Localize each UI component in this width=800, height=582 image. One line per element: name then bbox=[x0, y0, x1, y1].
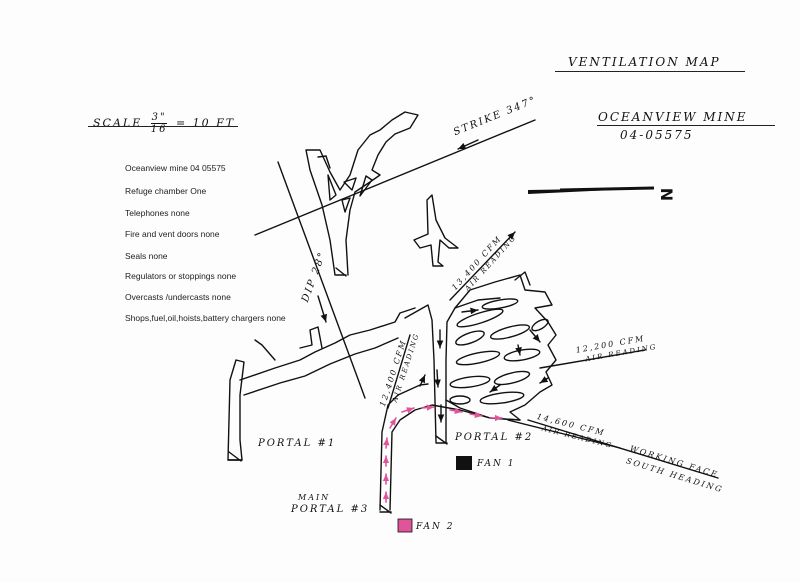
legend-item-refuge: Refuge chamber One bbox=[125, 186, 207, 196]
legend-item-regulators: Regulators or stoppings none bbox=[125, 271, 237, 281]
portal-2-label: PORTAL #2 bbox=[455, 432, 534, 443]
legend-item-overcasts: Overcasts /undercasts none bbox=[125, 292, 231, 302]
pillar bbox=[531, 318, 549, 332]
reading-leader-12200 bbox=[539, 349, 646, 369]
portal-2-incline-right bbox=[445, 297, 501, 443]
map-title: VENTILATION MAP bbox=[568, 55, 721, 69]
scale-denominator: 16 bbox=[150, 124, 168, 135]
legend-item-mine-id: Oceanview mine 04 05575 bbox=[125, 163, 226, 173]
old-workings-pillars bbox=[317, 155, 357, 201]
old-workings-end bbox=[335, 267, 347, 277]
fan-2-label: FAN 2 bbox=[416, 522, 455, 532]
main-drift-upper bbox=[239, 307, 416, 381]
portal-3-main-label: MAIN bbox=[298, 493, 331, 502]
pillar bbox=[493, 370, 531, 386]
pillar bbox=[489, 324, 531, 340]
mine-number: 04-05575 bbox=[620, 128, 694, 142]
old-workings-pillars-2 bbox=[341, 175, 373, 213]
legend-item-seals: Seals none bbox=[125, 251, 168, 261]
portal-3-label: PORTAL #3 bbox=[291, 504, 370, 515]
strike-arrow bbox=[457, 139, 479, 150]
scale-numerator: 3" bbox=[150, 112, 168, 124]
pillar bbox=[455, 350, 501, 366]
strike-line bbox=[254, 119, 536, 236]
fan-2-marker bbox=[397, 518, 413, 533]
dip-arrow bbox=[317, 295, 327, 323]
scale-underline bbox=[88, 126, 238, 127]
main-drift-lower bbox=[243, 337, 399, 396]
reading-leader-13400 bbox=[449, 231, 516, 301]
pillar bbox=[481, 298, 519, 310]
pillar bbox=[449, 375, 491, 389]
mine-name: OCEANVIEW MINE bbox=[598, 110, 748, 124]
legend-item-doors: Fire and vent doors none bbox=[125, 229, 220, 239]
pillar bbox=[479, 391, 525, 405]
portal-2-incline-left bbox=[404, 304, 437, 443]
reading-leader-12400 bbox=[387, 334, 411, 409]
working-face-line bbox=[527, 419, 719, 479]
north-label: N bbox=[657, 187, 677, 202]
dip-line bbox=[277, 161, 366, 399]
fan-1-label: FAN 1 bbox=[477, 459, 516, 469]
pillar bbox=[456, 308, 504, 328]
prospect-working bbox=[413, 194, 459, 267]
pillar bbox=[503, 348, 541, 362]
title-underline bbox=[555, 71, 745, 72]
reading-leader-14600 bbox=[507, 419, 621, 449]
fan-1-marker bbox=[456, 456, 472, 470]
portal-3-incline-left bbox=[379, 383, 429, 511]
pillar bbox=[449, 395, 471, 405]
portal-1-adit bbox=[227, 359, 245, 461]
legend-item-telephones: Telephones none bbox=[125, 208, 190, 218]
pillar bbox=[455, 330, 485, 346]
legend-item-shops: Shops,fuel,oil,hoists,battery chargers n… bbox=[125, 313, 286, 323]
portal-1-label: PORTAL #1 bbox=[258, 438, 337, 449]
portal-3-incline-right bbox=[389, 404, 521, 511]
stope-outline bbox=[445, 274, 557, 421]
mine-name-underline bbox=[597, 125, 775, 126]
